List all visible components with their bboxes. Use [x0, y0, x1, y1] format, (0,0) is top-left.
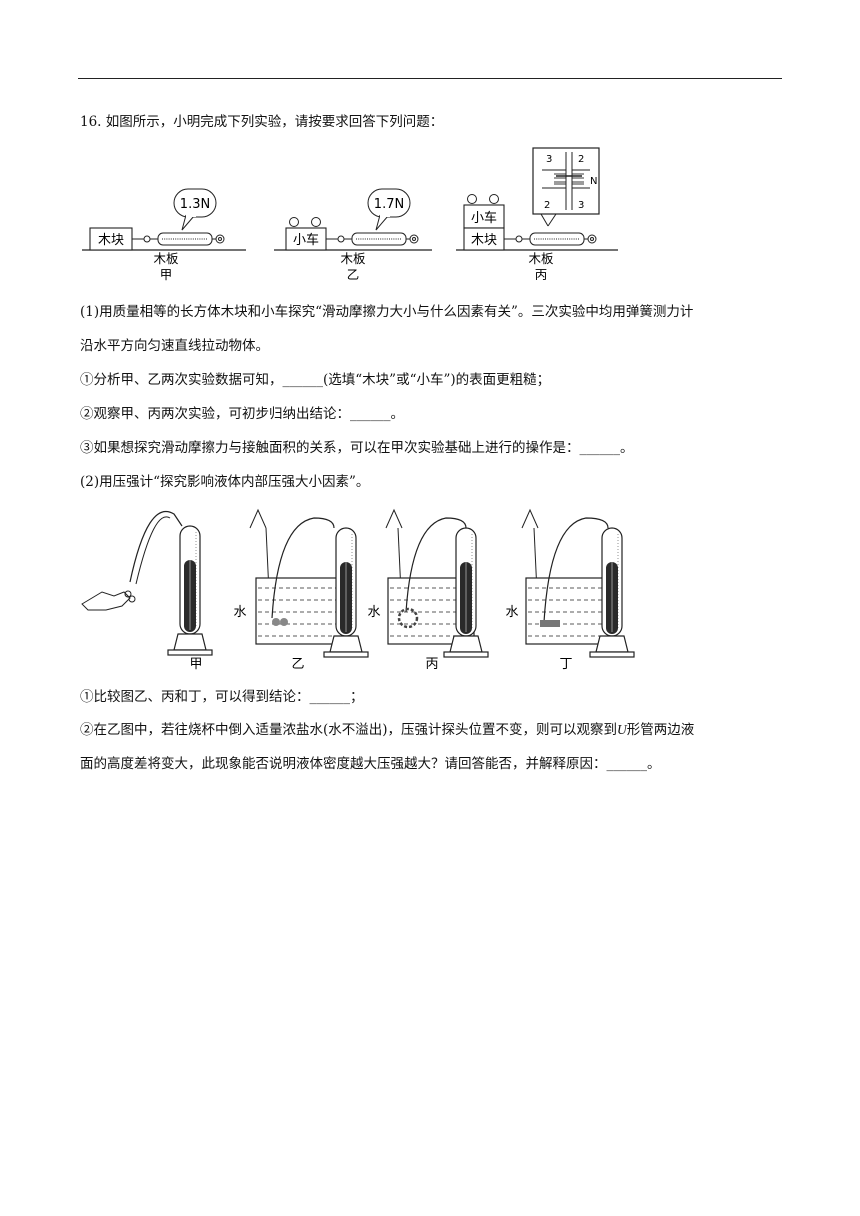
caption-yi: 乙 — [347, 267, 360, 282]
part2-question1: ①比较图乙、丙和丁，可以得到结论：______； — [80, 689, 364, 705]
caption-bing: 丙 — [425, 657, 438, 672]
setup-jia: 木块 1.3N 木板 甲 — [82, 188, 246, 282]
board-label: 木板 — [340, 251, 366, 266]
part1-text-line1: (1)用质量相等的长方体木块和小车探究“滑动摩擦力大小与什么因素有关”。三次实验… — [80, 304, 694, 320]
board-label: 木板 — [153, 251, 179, 266]
setup-yi: 小车 1.7N 木板 乙 — [274, 188, 432, 282]
scale-number: 3 — [546, 154, 552, 165]
part2-q2-before: ②在乙图中，若往烧杯中倒入适量浓盐水(水不溢出)，压强计探头位置不变，则可以观察… — [80, 722, 618, 738]
part1-text-line2: 沿水平方向匀速直线拉动物体。 — [80, 338, 269, 354]
water-label: 水 — [505, 605, 518, 620]
block-label: 木块 — [471, 233, 497, 248]
block-label: 木块 — [98, 233, 124, 248]
reading-jia: 1.3N — [180, 197, 210, 212]
pressure-setup-yi: 水 乙 — [233, 508, 369, 672]
board-label: 木板 — [528, 251, 554, 266]
car-label: 小车 — [471, 210, 497, 226]
caption-bing: 丙 — [535, 267, 548, 282]
header-rule — [78, 78, 782, 79]
water-label: 水 — [367, 605, 380, 620]
pressure-setup-bing: 水 丙 — [367, 508, 489, 672]
part1-question1: ①分析甲、乙两次实验数据可知，______(选填“木块”或“小车”)的表面更粗糙… — [80, 372, 551, 388]
pressure-setup-jia: 甲 — [81, 510, 213, 672]
part1-question2: ②观察甲、丙两次实验，可初步归纳出结论：______。 — [80, 406, 404, 422]
pressure-setup-ding: 水 丁 — [505, 508, 635, 672]
part2-title: (2)用压强计“探究影响液体内部压强大小因素”。 — [80, 474, 370, 490]
car-label: 小车 — [293, 232, 319, 248]
caption-jia: 甲 — [160, 267, 173, 282]
scale-number: 3 — [578, 200, 584, 211]
part2-question2-line2: 面的高度差将变大，此现象能否说明液体密度越大压强越大？请回答能否，并解释原因：_… — [80, 756, 661, 772]
water-label: 水 — [233, 605, 246, 620]
caption-yi: 乙 — [291, 657, 304, 672]
pressure-experiment-figure: 甲 水 乙 水 丙 — [81, 508, 635, 672]
reading-yi: 1.7N — [374, 197, 404, 212]
question-intro: 16. 如图所示，小明完成下列实验，请按要求回答下列问题： — [80, 114, 444, 130]
part1-question3: ③如果想探究滑动摩擦力与接触面积的关系，可以在甲次实验基础上进行的操作是：___… — [80, 440, 634, 456]
scale-unit: N — [590, 176, 597, 187]
friction-experiment-figure: 木块 1.3N 木板 甲 小车 1.7N 木板 乙 — [82, 147, 618, 282]
scale-number: 2 — [544, 200, 550, 211]
scale-number: 2 — [578, 154, 584, 165]
u-symbol: U — [617, 722, 627, 737]
caption-ding: 丁 — [559, 657, 572, 672]
caption-jia: 甲 — [189, 657, 202, 672]
setup-bing: 小车 木块 3 2 N 2 3 木板 丙 — [456, 147, 618, 282]
part2-question2-line1: ②在乙图中，若往烧杯中倒入适量浓盐水(水不溢出)，压强计探头位置不变，则可以观察… — [80, 721, 694, 739]
part2-q2-after: 形管两边液 — [626, 722, 695, 738]
